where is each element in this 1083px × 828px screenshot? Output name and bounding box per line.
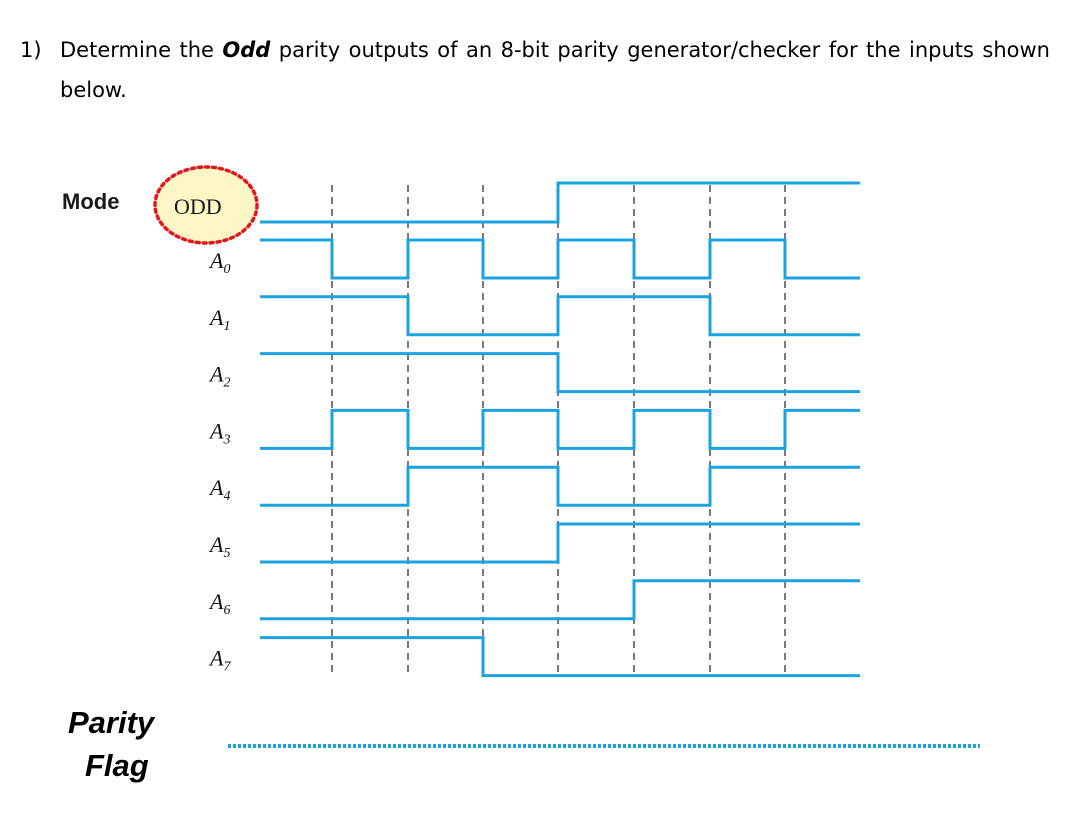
parity-label-line2: Flag bbox=[85, 748, 149, 783]
signal-label-name: A bbox=[208, 248, 224, 273]
signal-label-name: A bbox=[208, 305, 224, 330]
signal-label-subscript: 1 bbox=[223, 319, 230, 334]
signal-label-subscript: 0 bbox=[223, 262, 230, 277]
question-emphasis-odd: Odd bbox=[222, 38, 271, 62]
waveform-a0 bbox=[260, 238, 860, 280]
signal-label-subscript: 6 bbox=[223, 603, 230, 618]
parity-label-line1: Parity bbox=[68, 705, 156, 740]
question-text-after: parity outputs of an 8-bit parity genera… bbox=[60, 38, 1050, 102]
waveform-a7 bbox=[260, 636, 860, 678]
signal-label-subscript: 5 bbox=[223, 546, 230, 561]
waveform-a4 bbox=[260, 465, 860, 507]
signal-label-name: A bbox=[208, 362, 224, 387]
signal-label-a6: A6 bbox=[208, 589, 230, 618]
waveform-a3 bbox=[260, 408, 860, 450]
signal-label-a4: A4 bbox=[208, 475, 230, 504]
signal-label-subscript: 4 bbox=[223, 489, 230, 504]
mode-waveform bbox=[260, 181, 860, 224]
signal-label-subscript: 2 bbox=[223, 376, 230, 391]
waveform-a1 bbox=[260, 295, 860, 337]
mode-label: Mode bbox=[62, 189, 119, 214]
signal-label-name: A bbox=[208, 646, 224, 671]
signal-label-a1: A1 bbox=[208, 305, 230, 334]
signal-label-a5: A5 bbox=[208, 532, 230, 561]
signal-label-name: A bbox=[208, 418, 224, 443]
question-text-before: Determine the bbox=[60, 38, 223, 62]
signal-label-subscript: 7 bbox=[223, 660, 231, 675]
mode-value: ODD bbox=[174, 194, 222, 219]
question-number: 1) bbox=[20, 38, 42, 62]
signal-label-a3: A3 bbox=[208, 418, 230, 447]
question-body: Determine the Odd parity outputs of an 8… bbox=[60, 30, 1050, 110]
waveform-a6 bbox=[260, 579, 860, 621]
signal-label-name: A bbox=[208, 475, 224, 500]
signal-label-a0: A0 bbox=[208, 248, 230, 277]
waveform-a2 bbox=[260, 352, 860, 394]
signal-label-name: A bbox=[208, 589, 224, 614]
waveform-a5 bbox=[260, 522, 860, 564]
signal-label-a2: A2 bbox=[208, 362, 230, 391]
signal-label-subscript: 3 bbox=[222, 432, 230, 447]
signal-label-name: A bbox=[208, 532, 224, 557]
odd-highlight-circle bbox=[153, 165, 259, 245]
signal-label-a7: A7 bbox=[208, 646, 231, 675]
